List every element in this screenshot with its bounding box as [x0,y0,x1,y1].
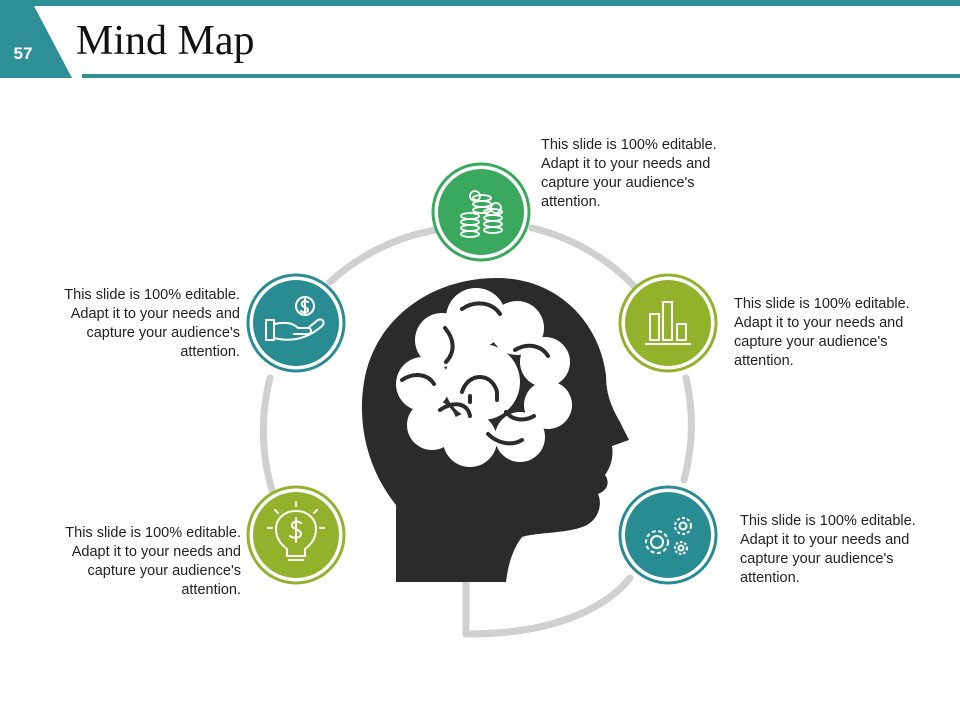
node-left-lower [246,485,346,585]
node-top [431,162,531,262]
node-right-upper [618,273,718,373]
gears-icon [645,517,692,555]
slide-number-badge [0,6,72,78]
node-left-upper [246,273,346,373]
node-top-text: This slide is 100% editable. Adapt it to… [541,137,717,210]
connector-ring [259,224,695,638]
node-right-lower-text: This slide is 100% editable. Adapt it to… [740,513,916,586]
brain-icon [396,288,572,467]
node-right-upper-text: This slide is 100% editable. Adapt it to… [734,296,910,369]
node-right-lower [618,485,718,585]
bar-chart-icon [645,301,691,345]
top-accent-bar [0,0,960,6]
page-title: Mind Map [76,18,255,64]
lightbulb-dollar-icon [267,501,325,561]
slide-number: 57 [13,44,33,63]
hand-dollar-icon [265,296,325,341]
title-underline [82,74,960,78]
node-left-lower-text: This slide is 100% editable. Adapt it to… [65,525,241,598]
coins-stack-icon [460,190,503,238]
node-left-upper-text: This slide is 100% editable. Adapt it to… [64,287,240,360]
